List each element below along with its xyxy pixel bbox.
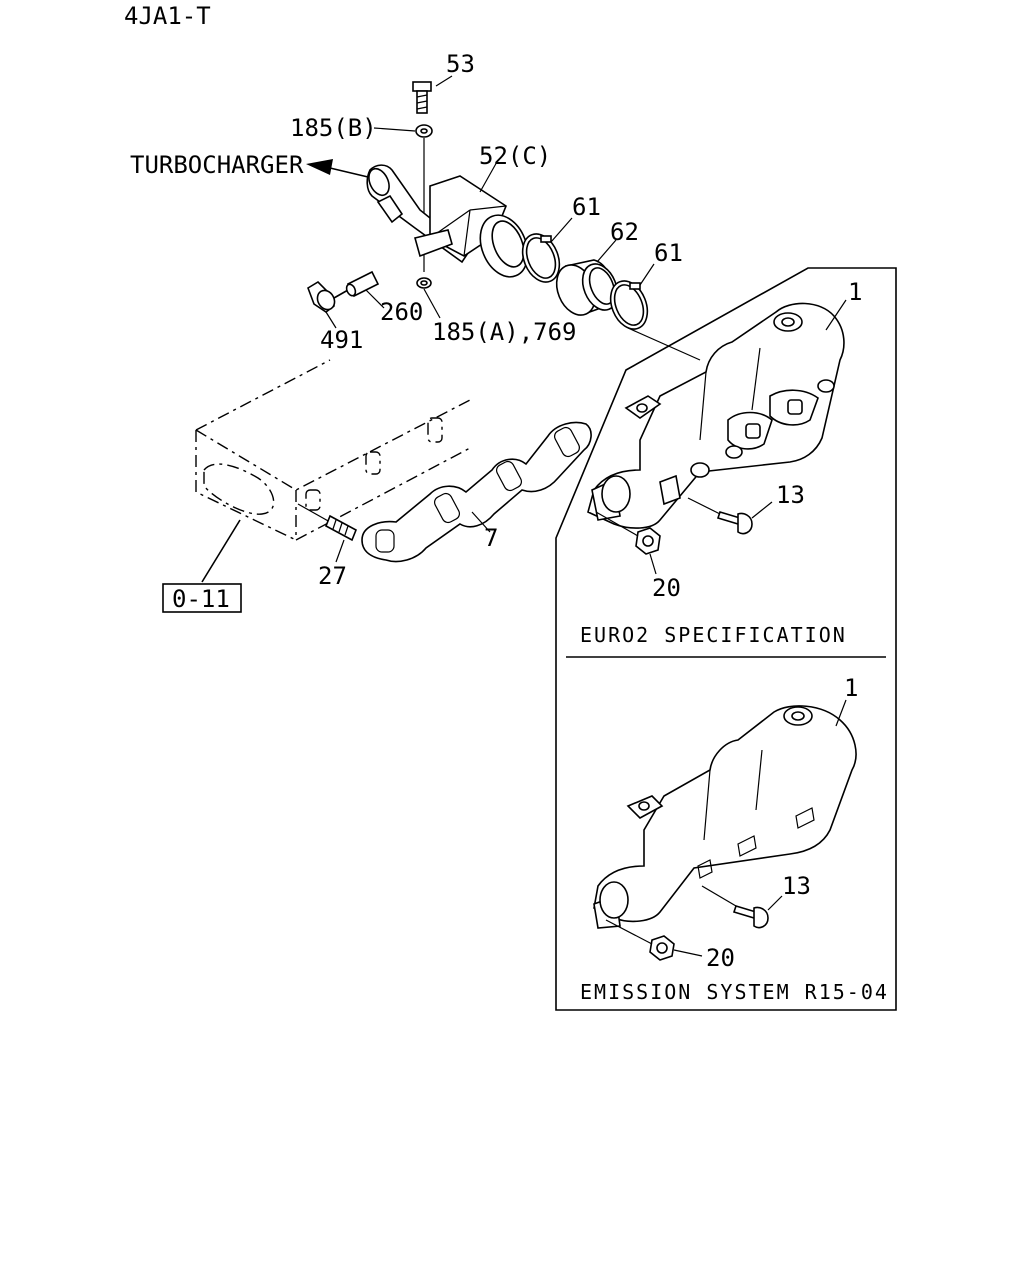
callout-185b: 185(B) — [290, 114, 377, 142]
sleeve-260 — [345, 270, 380, 298]
clamp-61-right — [609, 280, 649, 330]
gasket-7 — [361, 421, 592, 563]
bolt-13-euro2 — [716, 511, 753, 535]
clamp-61-left — [521, 233, 561, 283]
callout-61-right: 61 — [654, 239, 683, 267]
variant-emission-title: EMISSION SYSTEM R15-04 — [580, 980, 889, 1004]
turbocharger-label: TURBOCHARGER — [130, 151, 304, 179]
callout-185a: 185(A),769 — [432, 318, 577, 346]
callout-1-emission: 1 — [844, 674, 858, 702]
callout-52c: 52(C) — [479, 142, 551, 170]
cylinder-head-outline — [195, 359, 471, 541]
outlet-pipe-52 — [366, 164, 529, 278]
bolt-13-emission — [732, 905, 769, 929]
arrow-icon — [306, 159, 333, 175]
variant-frame — [555, 267, 897, 1011]
exhaust-manifold-emission — [593, 705, 857, 929]
callout-1-euro2: 1 — [848, 278, 862, 306]
sensor-491 — [307, 280, 349, 313]
variant-euro2-title: EURO2 SPECIFICATION — [580, 623, 847, 647]
washer-185a — [416, 277, 432, 289]
model-code: 4JA1-T — [124, 2, 211, 30]
nut-20-euro2 — [635, 527, 661, 555]
nut-20-emission — [649, 935, 675, 961]
bolt-53 — [412, 81, 432, 114]
callout-260: 260 — [380, 298, 423, 326]
callout-62: 62 — [610, 218, 639, 246]
callout-27: 27 — [318, 562, 347, 590]
callout-53: 53 — [446, 50, 475, 78]
callout-13-euro2: 13 — [776, 481, 805, 509]
exhaust-manifold-euro2 — [587, 302, 845, 529]
callout-20-euro2: 20 — [652, 574, 681, 602]
callout-20-emission: 20 — [706, 944, 735, 972]
callout-61-left: 61 — [572, 193, 601, 221]
stud-27 — [297, 503, 358, 542]
washer-185b — [415, 124, 433, 138]
callout-7: 7 — [484, 524, 498, 552]
ref-box-label: 0-11 — [172, 585, 230, 613]
hose-62 — [555, 259, 619, 316]
callout-491: 491 — [320, 326, 363, 354]
callout-13-emission: 13 — [782, 872, 811, 900]
ref-box — [162, 583, 242, 613]
